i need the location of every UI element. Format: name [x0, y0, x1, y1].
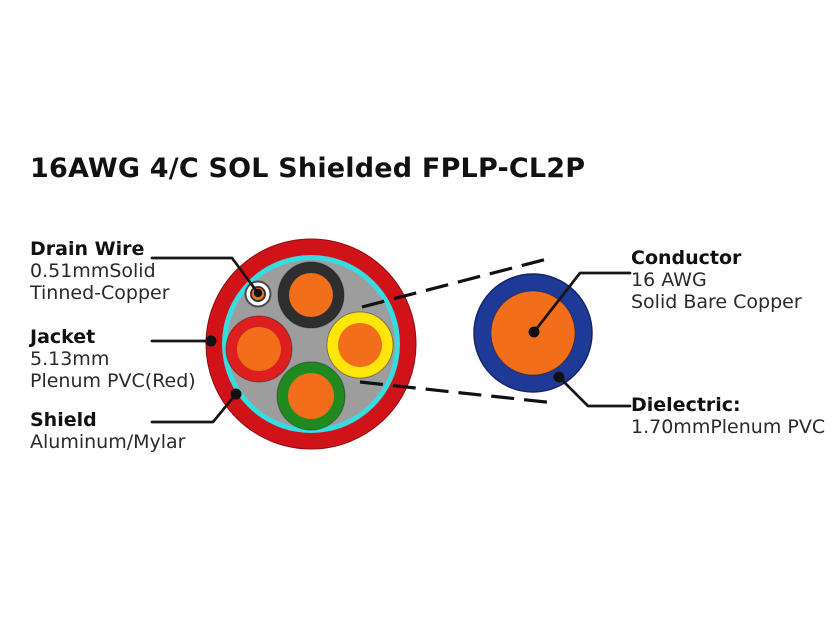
yellow-conductor-core: [338, 323, 382, 367]
conductor-label-line1: 16 AWG: [631, 269, 707, 291]
drain-wire-label: Drain Wire 0.51mmSolid Tinned-Copper: [30, 238, 170, 304]
drain-wire-leader: [150, 256, 260, 295]
dielectric-label: Dielectric: 1.70mmPlenum PVC: [631, 394, 825, 438]
jacket-leader-dot: [205, 335, 217, 347]
conductor-label-heading: Conductor: [631, 247, 742, 269]
black-conductor-core: [289, 273, 333, 317]
dielectric-label-line1: 1.70mmPlenum PVC: [631, 416, 826, 438]
cable-cross-section: [205, 238, 417, 450]
green-conductor-core: [288, 373, 334, 419]
shield-label-line1: Aluminum/Mylar: [30, 431, 186, 453]
drain-wire-label-heading: Drain Wire: [30, 238, 145, 260]
drain-wire-label-line1: 0.51mmSolid: [30, 260, 156, 282]
shield-label-heading: Shield: [30, 409, 97, 431]
jacket-label-line2: Plenum PVC(Red): [30, 370, 196, 392]
drain-wire-leader-dot: [253, 288, 263, 298]
dielectric-leader-dot: [553, 371, 565, 383]
red-conductor-core: [237, 327, 281, 371]
conductor-leader-dot: [528, 326, 540, 338]
conductor-label-line2: Solid Bare Copper: [631, 291, 802, 313]
jacket-label-line1: 5.13mm: [30, 348, 110, 370]
drain-wire-label-line2: Tinned-Copper: [30, 282, 170, 304]
shield-label: Shield Aluminum/Mylar: [30, 409, 185, 453]
filler-area: [227, 260, 395, 428]
jacket-label: Jacket 5.13mm Plenum PVC(Red): [30, 326, 196, 392]
shield-leader: [150, 392, 238, 424]
conductor-label: Conductor 16 AWG Solid Bare Copper: [631, 247, 802, 313]
dielectric-label-heading: Dielectric:: [631, 394, 741, 416]
conductor-leader: [532, 271, 632, 334]
jacket-label-heading: Jacket: [30, 326, 96, 348]
dielectric-leader: [557, 375, 632, 408]
page-title: 16AWG 4/C SOL Shielded FPLP-CL2P: [30, 153, 586, 184]
shield-leader-dot: [230, 388, 242, 400]
